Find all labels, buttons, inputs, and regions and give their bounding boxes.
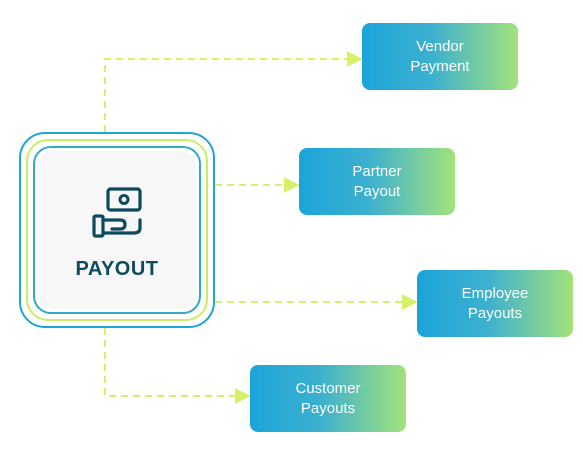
node-label-line1: Partner bbox=[352, 162, 402, 180]
node-label-line1: Customer bbox=[295, 379, 361, 397]
employee-payouts-node: Employee Payouts bbox=[417, 270, 573, 337]
connector-vendor bbox=[104, 51, 363, 132]
node-label-line2: Payouts bbox=[300, 399, 356, 417]
connector-customer bbox=[104, 328, 251, 404]
partner-payout-node: Partner Payout bbox=[299, 148, 455, 215]
node-label-line1: Vendor bbox=[416, 37, 464, 55]
node-label-line2: Payouts bbox=[467, 304, 523, 322]
hub-label: PAYOUT bbox=[75, 258, 159, 280]
node-label-line2: Payout bbox=[353, 182, 401, 200]
cash-in-hand-icon bbox=[92, 187, 142, 238]
node-label-line1: Employee bbox=[461, 284, 529, 302]
vendor-payment-node: Vendor Payment bbox=[362, 23, 518, 90]
node-label-line2: Payment bbox=[410, 57, 470, 75]
customer-payouts-node: Customer Payouts bbox=[250, 365, 406, 432]
